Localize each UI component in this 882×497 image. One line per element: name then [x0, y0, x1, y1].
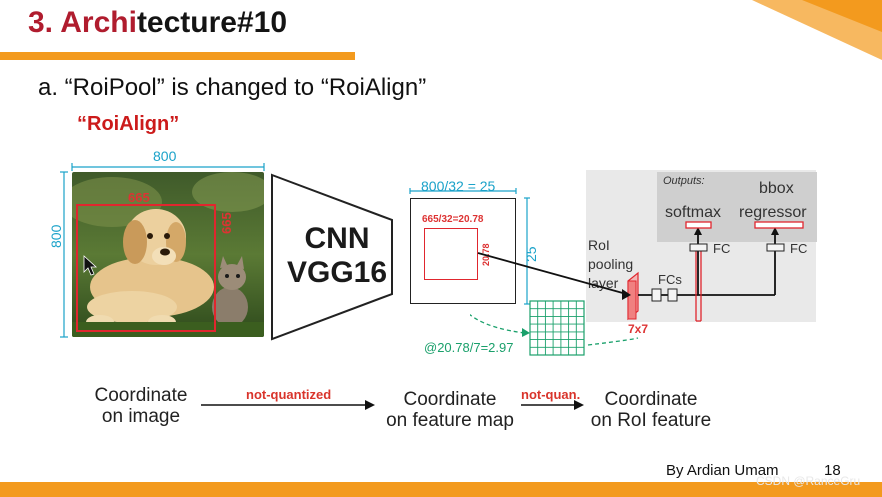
- coord1-line2: on image: [78, 406, 204, 427]
- slide-subtitle: a. “RoiPool” is changed to “RoiAlign”: [38, 74, 426, 102]
- image-height-label: 800: [48, 225, 64, 248]
- coord1-line1: Coordinate: [78, 385, 204, 406]
- slide-title: 3. Architecture#10: [28, 6, 287, 40]
- image-width-label: 800: [153, 148, 176, 164]
- title-underline-bar: [0, 52, 355, 60]
- coord3-line2: on RoI feature: [583, 410, 719, 431]
- coord-on-roi-feature: Coordinate on RoI feature: [583, 389, 719, 431]
- coord-on-image: Coordinate on image: [78, 385, 204, 427]
- cnn-line2: VGG16: [282, 256, 392, 290]
- corner-decoration: [712, 0, 882, 60]
- dog-cat-photo: [72, 172, 264, 337]
- roi-height-label: 665: [219, 212, 234, 234]
- watermark-text: CSDN @RanceGru: [756, 474, 860, 488]
- cnn-label: CNN VGG16: [282, 222, 392, 290]
- bbox-label: bbox: [759, 180, 794, 198]
- title-part-dark: tecture#10: [137, 6, 287, 39]
- flow-arrows: [195, 395, 595, 415]
- title-part-red: 3. Archi: [28, 6, 137, 39]
- coord3-line1: Coordinate: [583, 389, 719, 410]
- cnn-line1: CNN: [282, 222, 392, 256]
- roialign-heading: “RoiAlign”: [77, 113, 179, 136]
- footer-bar: [0, 482, 882, 497]
- head-diagram-lines: [470, 215, 820, 365]
- outputs-label: Outputs:: [663, 175, 705, 187]
- roi-width-label: 665: [128, 190, 150, 205]
